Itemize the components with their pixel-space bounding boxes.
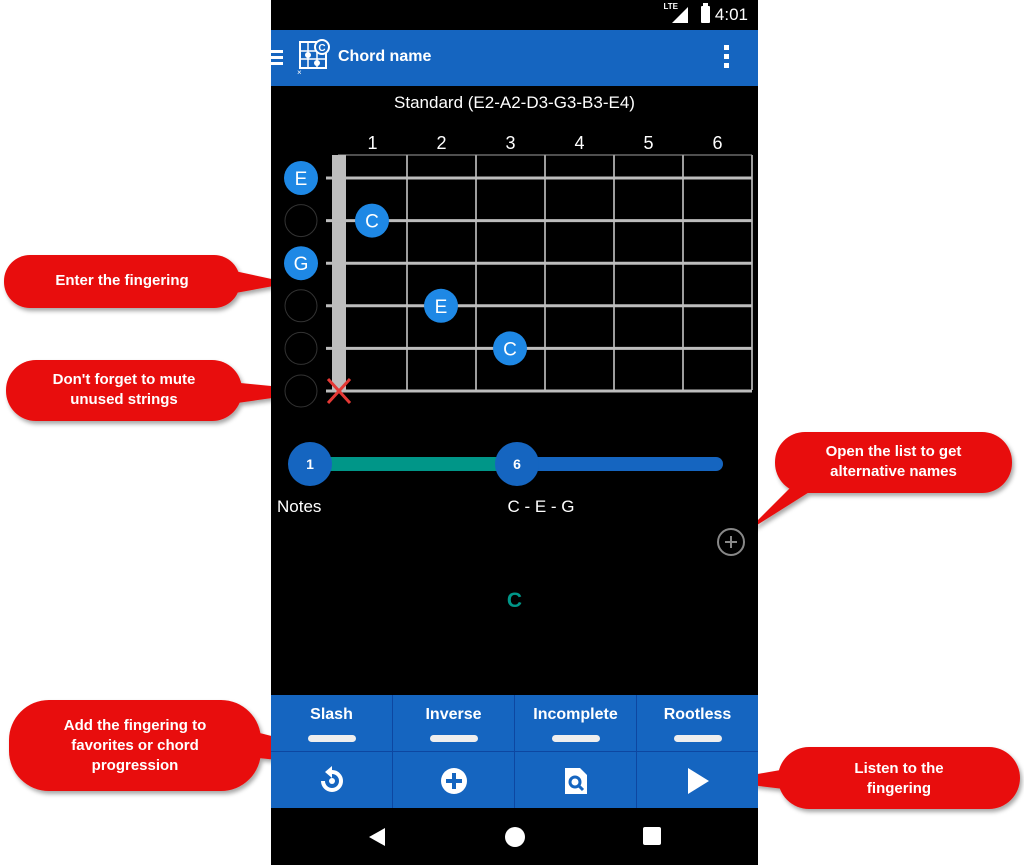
open-string-slot	[284, 204, 318, 238]
app-bar: C × Chord name	[271, 30, 758, 86]
filter-switch[interactable]	[551, 735, 600, 742]
search-fingering-button[interactable]	[514, 752, 636, 809]
fretboard[interactable]: 1 2 3 4 5 6E C G E C	[271, 125, 758, 420]
add-fingering-button[interactable]	[392, 752, 514, 809]
filter-switch[interactable]	[673, 735, 722, 742]
slider-min-label: 1	[306, 456, 314, 472]
filter-rootless[interactable]: Rootless	[636, 695, 758, 751]
system-nav-bar	[271, 808, 758, 865]
home-icon[interactable]	[504, 826, 526, 848]
slider-min-thumb[interactable]	[288, 442, 332, 486]
filter-label: Incomplete	[533, 706, 618, 723]
open-string-note: G	[294, 254, 309, 275]
open-string-note: E	[295, 169, 308, 190]
fret-number: 1	[367, 133, 377, 153]
open-string-slot	[284, 374, 318, 408]
filter-inverse[interactable]: Inverse	[392, 695, 514, 751]
back-icon[interactable]	[367, 826, 387, 848]
filter-bar: Slash Inverse Incomplete Rootless	[271, 695, 758, 751]
play-icon	[687, 767, 709, 794]
callout-add-bubble	[9, 700, 261, 791]
svg-text:C: C	[318, 43, 325, 54]
fret-number: 6	[712, 133, 722, 153]
phone-screen: LTE 4:01 C × Chord name Standard (E2-A2-…	[271, 0, 758, 865]
finger-note: C	[365, 212, 379, 233]
undo-icon	[320, 765, 343, 792]
finger-note: E	[435, 297, 448, 318]
status-time: 4:01	[714, 5, 748, 24]
filter-switch[interactable]	[429, 735, 478, 742]
notes-label: Notes	[277, 497, 322, 516]
mute-x-icon	[326, 377, 352, 405]
search-document-icon	[564, 767, 587, 794]
filter-slash[interactable]: Slash	[271, 695, 392, 751]
fret-number: 5	[643, 133, 653, 153]
open-string-marker	[284, 161, 318, 195]
slider-max-thumb[interactable]	[495, 442, 539, 486]
add-circle-icon	[440, 767, 467, 794]
fret-number: 4	[574, 133, 584, 153]
filter-label: Slash	[310, 706, 353, 723]
finger-position	[355, 203, 389, 238]
app-title: Chord name	[338, 48, 432, 65]
nut	[332, 155, 346, 390]
alternative-names-button[interactable]	[717, 528, 745, 556]
play-button[interactable]	[636, 752, 758, 809]
filter-incomplete[interactable]: Incomplete	[514, 695, 636, 751]
callout-fingering-text: Enter the fingering	[55, 272, 189, 289]
slider-max-label: 6	[513, 456, 521, 472]
battery-icon	[701, 3, 710, 23]
open-string-marker	[284, 246, 318, 281]
finger-position	[493, 331, 527, 366]
recents-icon[interactable]	[642, 826, 662, 846]
tuning-label[interactable]: Standard (E2-A2-D3-G3-B3-E4)	[394, 93, 635, 112]
callout-mute-bubble	[6, 360, 242, 421]
hamburger-menu-icon[interactable]	[271, 50, 283, 68]
open-string-slot	[284, 289, 318, 323]
finger-position	[424, 288, 458, 323]
callout-listen-bubble	[778, 747, 1020, 809]
bottom-toolbar	[271, 751, 758, 809]
fret-number: 2	[436, 133, 446, 153]
finger-note: C	[503, 339, 517, 360]
svg-text:×: ×	[297, 68, 302, 76]
more-vert-icon[interactable]	[724, 45, 730, 72]
undo-button[interactable]	[271, 752, 392, 809]
open-string-slot	[284, 331, 318, 365]
status-bar: LTE 4:01	[271, 0, 758, 30]
signal-icon	[672, 7, 688, 23]
fret-number: 3	[505, 133, 515, 153]
filter-label: Inverse	[425, 706, 482, 723]
callout-alt-names-bubble	[775, 432, 1012, 493]
filter-label: Rootless	[663, 706, 732, 723]
filter-switch[interactable]	[307, 735, 356, 742]
network-type: LTE	[663, 2, 678, 11]
chord-name[interactable]: C	[506, 589, 523, 612]
notes-value: C - E - G	[507, 497, 575, 516]
chord-diagram-icon: C ×	[297, 39, 330, 76]
callout-fingering-bubble	[4, 255, 240, 308]
